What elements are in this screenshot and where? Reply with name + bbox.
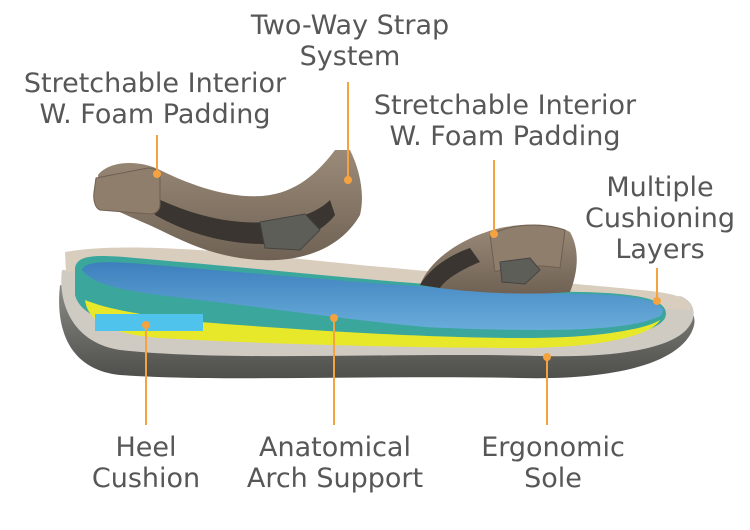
callout-strap-system-line1: Two-Way Strap <box>250 10 450 41</box>
front-strap-lining <box>420 248 480 288</box>
callout-heel-cushion-line1: Heel <box>115 432 177 463</box>
dot-cushioning-layers <box>653 297 661 305</box>
dot-arch-support <box>330 314 338 322</box>
callout-heel-cushion-line2: Cushion <box>91 463 201 494</box>
callout-cushioning-layers-line1: Multiple <box>606 172 714 203</box>
front-buckle <box>499 257 541 285</box>
dot-interior-right <box>490 230 498 238</box>
callout-arch-support: Anatomical Arch Support <box>225 432 445 494</box>
callout-arch-support-line2: Arch Support <box>246 463 424 494</box>
callout-interior-right: Stretchable Interior W. Foam Padding <box>360 90 650 152</box>
callout-strap-system: Two-Way Strap System <box>230 10 470 72</box>
callout-interior-right-line1: Stretchable Interior <box>373 90 637 121</box>
callout-interior-left: Stretchable Interior W. Foam Padding <box>10 68 300 130</box>
cushion-blue <box>82 262 663 332</box>
callout-cushioning-layers-line2: Cushioning <box>584 203 736 234</box>
dot-ergonomic-sole <box>543 353 551 361</box>
callout-interior-left-line1: Stretchable Interior <box>23 68 287 99</box>
dot-heel-cushion <box>142 321 150 329</box>
callout-arch-support-line1: Anatomical <box>259 432 411 463</box>
callout-interior-left-line2: W. Foam Padding <box>39 99 271 130</box>
callout-cushioning-layers: Multiple Cushioning Layers <box>575 172 745 265</box>
leader-dots <box>142 170 661 361</box>
strap-buckle <box>259 213 321 251</box>
callout-ergonomic-sole: Ergonomic Sole <box>463 432 643 494</box>
callout-ergonomic-sole-line2: Sole <box>524 463 582 494</box>
callout-interior-right-line2: W. Foam Padding <box>389 121 621 152</box>
callout-cushioning-layers-line3: Layers <box>615 234 705 265</box>
callout-ergonomic-sole-line1: Ergonomic <box>481 432 625 463</box>
callout-heel-cushion: Heel Cushion <box>72 432 220 494</box>
leader-lines <box>145 82 658 425</box>
dot-strap-system <box>344 176 352 184</box>
callout-strap-system-line2: System <box>299 41 401 72</box>
dot-interior-left <box>153 170 161 178</box>
